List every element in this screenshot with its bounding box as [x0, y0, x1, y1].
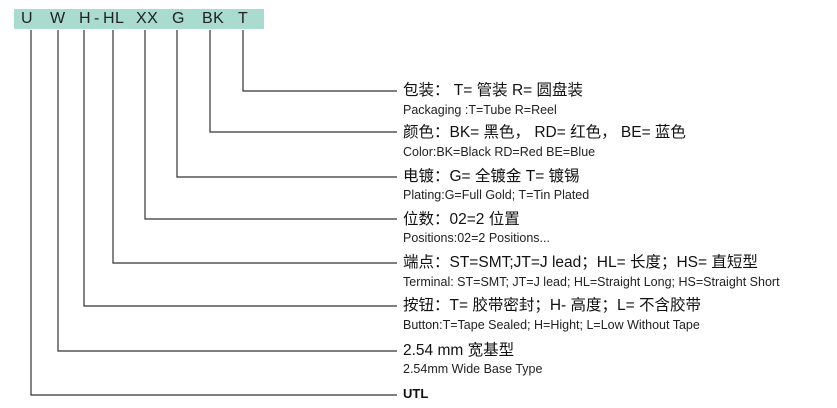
code-segment-w: W	[50, 10, 66, 27]
packaging-label-zh: 包装： T= 管装 R= 圆盘装	[403, 82, 583, 99]
plating-label-zh: 电镀：G= 全镀金 T= 镀锡	[403, 168, 580, 185]
leader-plating	[176, 30, 397, 178]
leader-terminal	[112, 30, 397, 264]
leader-button	[83, 30, 397, 307]
color-label-en: Color:BK=Black RD=Red BE=Blue	[403, 145, 596, 159]
wide-base-label-zh: 2.54 mm 宽基型	[403, 342, 515, 359]
positions-label-en: Positions:02=2 Positions...	[403, 231, 550, 245]
leader-series	[30, 30, 397, 396]
code-segment-u: U	[21, 10, 34, 27]
button-label-zh: 按钮：T= 胶带密封；H- 高度；L= 不含胶带	[403, 297, 701, 314]
plating-label-en: Plating:G=Full Gold; T=Tin Plated	[403, 188, 590, 202]
code-segment-xx: XX	[136, 10, 159, 27]
code-segment-h: H	[79, 10, 92, 27]
code-segment-bk: BK	[202, 10, 225, 27]
terminal-label-zh: 端点：ST=SMT;JT=J lead；HL= 长度；HS= 直短型	[403, 254, 758, 271]
packaging-label-en: Packaging :T=Tube R=Reel	[403, 103, 557, 117]
leader-wide-base	[57, 30, 397, 352]
leader-color	[209, 30, 397, 133]
code-segment-hl: HL	[103, 10, 125, 27]
code-segment-dash: -	[94, 10, 100, 27]
leader-positions	[144, 30, 397, 220]
button-label-en: Button:T=Tape Sealed; H=Hight; L=Low Wit…	[403, 318, 700, 332]
code-segment-g: G	[172, 10, 185, 27]
series-label: UTL	[403, 386, 429, 401]
leader-packaging	[242, 30, 397, 92]
code-segment-t: T	[238, 10, 249, 27]
wide-base-label-en: 2.54mm Wide Base Type	[403, 362, 543, 376]
positions-label-zh: 位数：02=2 位置	[403, 211, 520, 228]
part-code-bar	[14, 9, 264, 29]
terminal-label-en: Terminal: ST=SMT; JT=J lead; HL=Straight…	[403, 275, 780, 289]
color-label-zh: 颜色：BK= 黑色， RD= 红色， BE= 蓝色	[403, 124, 686, 141]
